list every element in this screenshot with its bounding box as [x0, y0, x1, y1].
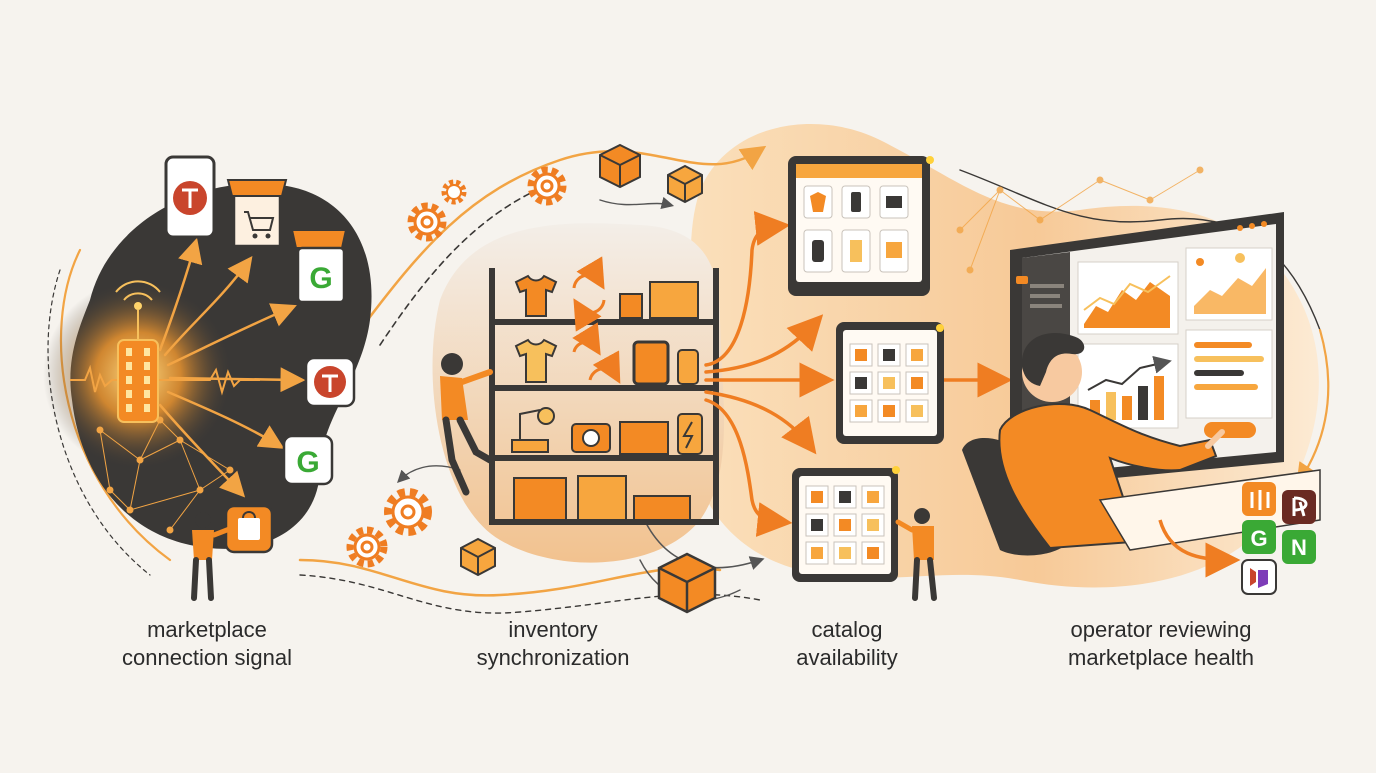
storefront-cart-icon [226, 179, 288, 248]
gear-icon [407, 202, 447, 242]
box-icon [577, 475, 627, 521]
operator-person-icon [998, 333, 1225, 550]
gear-icon [346, 526, 388, 568]
caption-line-1: marketplace [147, 617, 267, 642]
signal-stage: G G [43, 155, 372, 601]
cube-icon [667, 164, 703, 204]
battery-icon [677, 413, 703, 455]
box-icon [633, 495, 691, 521]
catalog-tablet-bottom [792, 466, 900, 582]
jar-icon [677, 349, 699, 385]
app-badge-green-n [1282, 530, 1316, 564]
badge-letter: G [1250, 526, 1267, 551]
box-icon [619, 293, 643, 319]
tablet-icon [632, 340, 670, 386]
person-with-bag-icon [191, 512, 235, 601]
cube-icon [599, 143, 641, 189]
badge-letter: G [309, 262, 332, 295]
cube-icon [657, 552, 717, 614]
badge-letter: N [1291, 535, 1307, 560]
storefront-g-badge: G [290, 229, 348, 304]
caption-line-1: inventory [508, 617, 598, 642]
app-badge-maroon [1282, 490, 1316, 524]
caption-inventory-synchronization: inventory synchronization [423, 616, 683, 672]
box-icon [619, 421, 669, 455]
badge-letter: G [296, 446, 319, 479]
caption-line-1: catalog [811, 617, 883, 642]
caption-line-2: marketplace health [1068, 645, 1254, 670]
marketplace-app-badges: G N [1241, 482, 1316, 595]
caption-catalog-availability: catalog availability [717, 616, 977, 672]
gear-icon [527, 166, 567, 206]
catalog-tablet-middle [836, 322, 944, 444]
box-icon [649, 281, 699, 319]
app-badge-green-g [1242, 520, 1276, 554]
lamp-icon [511, 407, 555, 453]
caption-line-2: synchronization [476, 645, 630, 670]
catalog-tablet-top [788, 156, 934, 296]
caption-line-2: availability [796, 645, 898, 670]
network-lines [956, 166, 1204, 274]
caption-line-1: operator reviewing [1070, 617, 1252, 642]
box-icon [513, 477, 567, 521]
caption-operator-reviewing-marketplace-health: operator reviewing marketplace health [1031, 616, 1291, 672]
output-arrow [1158, 519, 1241, 578]
red-marketplace-badge [304, 356, 356, 408]
gears-cubes [346, 143, 717, 614]
caption-line-2: connection signal [121, 645, 292, 670]
smartphone-icon [164, 155, 216, 239]
signal-arrows [158, 237, 306, 498]
signal-waveform [70, 364, 260, 396]
sync-icon [572, 256, 606, 332]
gear-icon [384, 488, 432, 536]
worker-person-icon [440, 353, 494, 496]
shirt-icon [514, 338, 558, 383]
action-button-shape [1204, 422, 1256, 438]
camera-icon [571, 423, 611, 453]
tshirt-icon [514, 274, 558, 317]
green-g-badge: G [282, 434, 334, 486]
inventory-shelf [440, 256, 719, 525]
pointing-person-icon [895, 508, 937, 601]
operator-dashboard: G N [956, 166, 1321, 595]
cube-icon [460, 537, 496, 577]
catalog-arrows [704, 211, 1013, 537]
gear-icon [441, 179, 467, 205]
catalog-tablets [788, 156, 944, 601]
signal-tower-icon [115, 280, 161, 423]
caption-marketplace-connection-signal: marketplace connection signal [77, 616, 337, 672]
sync-icon [572, 322, 621, 384]
